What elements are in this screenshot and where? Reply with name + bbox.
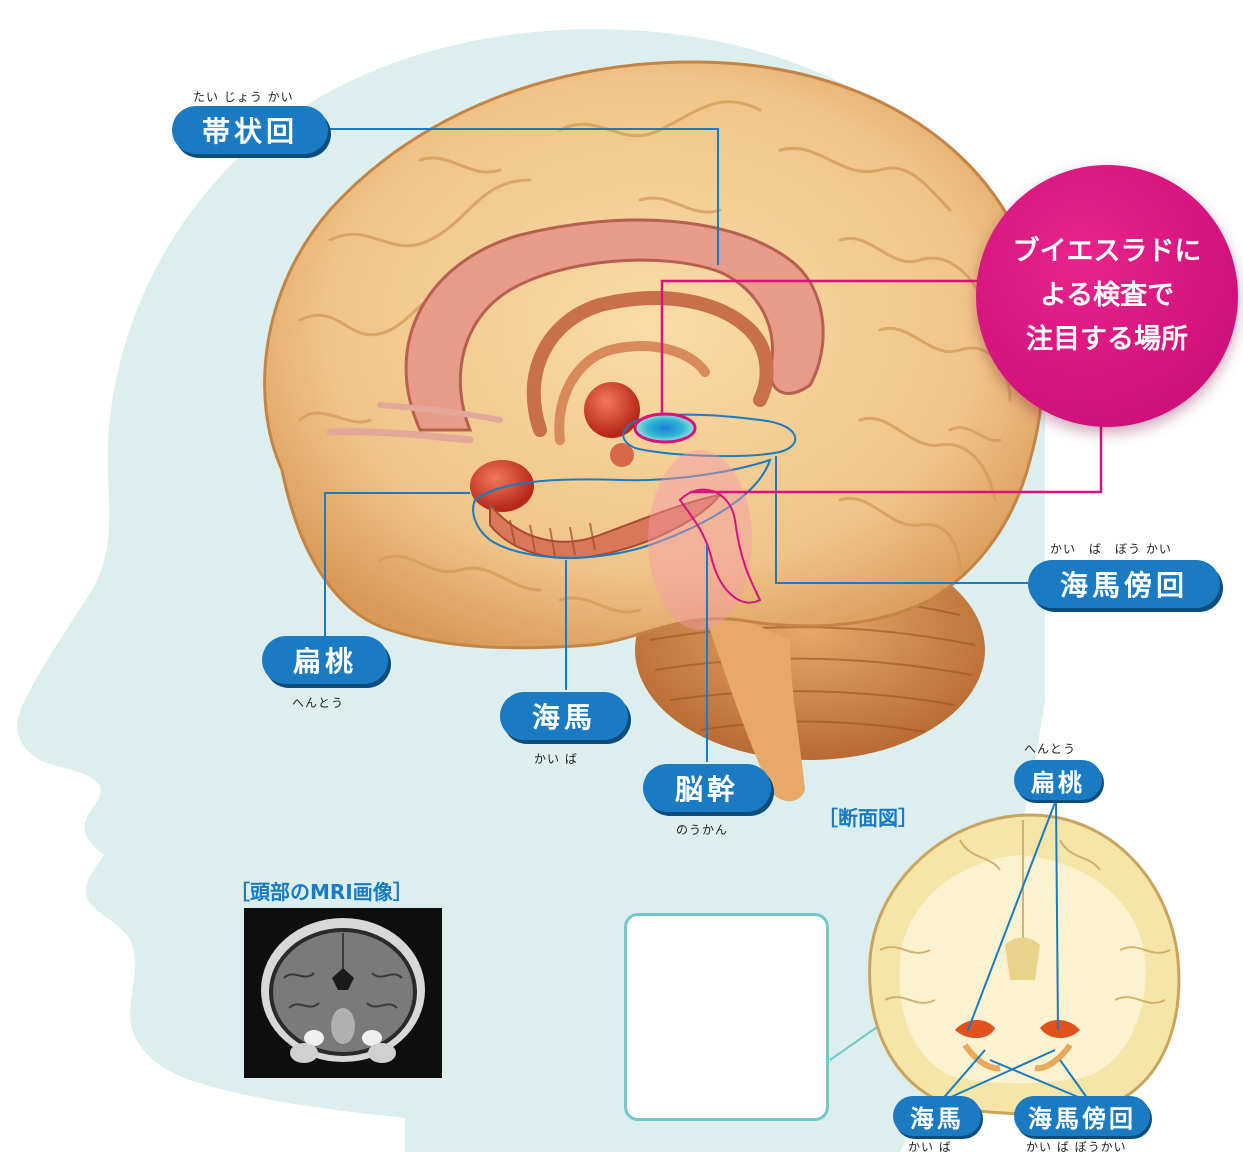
section-title: ［断面図］ [818,802,918,831]
brainstem-label: 脳幹 [643,764,771,812]
section-amygdala-label: 扁桃 [1014,760,1102,800]
callout-focus-area: ブイエスラドに よる検査で 注目する場所 [976,165,1238,427]
sagittal-inset-frame [624,913,829,1121]
section-parahippocampal-label: 海馬傍回 [1014,1096,1150,1136]
focus-spot [635,414,695,442]
section-amygdala-reading: へんとう [1024,740,1076,757]
section-parahippocampal-reading: かい ば ぼうかい [1026,1138,1127,1155]
amygdala-reading: へんとう [292,694,344,711]
hippocampus-label: 海馬 [500,692,628,740]
callout-line-2: よる検査で [1040,274,1174,318]
mri-title: ［頭部のMRI画像］ [230,876,413,905]
cingulate-label: 帯状回 [172,106,328,154]
thalamus-shape [584,382,640,438]
section-hippocampus-label: 海馬 [893,1096,981,1136]
callout-line-1: ブイエスラドに [1013,230,1202,274]
mri-image [244,908,442,1078]
parahippocampal-label: 海馬傍回 [1028,560,1220,608]
parahippocampal-reading: かい ば ぼう かい [1050,540,1172,557]
cingulate-reading: たい じょう かい [193,88,294,105]
amygdala-shape [470,460,534,512]
hippocampus-reading: かい ば [534,750,578,767]
callout-line-3: 注目する場所 [1026,318,1188,362]
brainstem-reading: のうかん [676,821,728,838]
amygdala-label: 扁桃 [262,636,388,684]
section-hippocampus-reading: かい ば [908,1138,952,1155]
